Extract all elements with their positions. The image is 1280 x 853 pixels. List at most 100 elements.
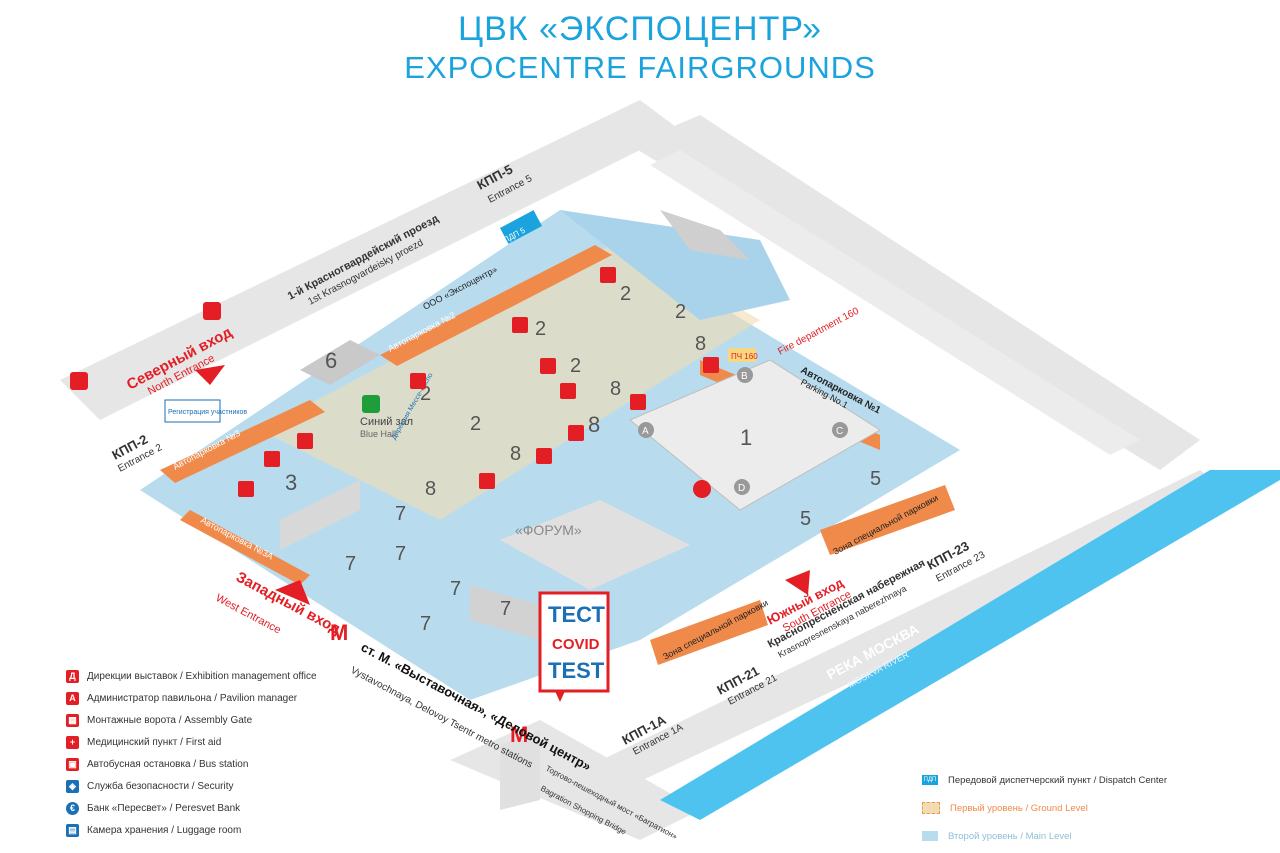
assembly-gate-icon[interactable] — [238, 481, 254, 497]
legend-row: ▤Камера хранения / Luggage room — [66, 819, 317, 841]
corner-d-label: D — [738, 483, 745, 494]
legend-text: Передовой диспетчерский пункт / Dispatch… — [948, 774, 1167, 786]
pavilion-6-label: 6 — [325, 348, 337, 373]
corner-b-label: B — [741, 371, 748, 382]
pavilion-7-6-label: 7 — [500, 598, 511, 620]
pavilion-2-1-label: 2 — [420, 383, 431, 405]
legend-row: ◈ Служба безопасности / Security — [66, 775, 317, 797]
metro-icon-south: M — [510, 722, 528, 747]
registration-label: Регистрация участников — [168, 409, 247, 416]
bus-station-icon[interactable] — [70, 372, 88, 390]
metro-tower — [500, 730, 540, 810]
pch-label: ПЧ 160 — [731, 352, 758, 361]
pavilion-7-4-label: 7 — [395, 543, 406, 565]
registration-box — [164, 399, 221, 423]
corner-a-label: A — [642, 426, 649, 437]
corner-b-marker — [737, 367, 753, 383]
corner-d-marker — [734, 479, 750, 495]
map-title-en: EXPOCENTRE FAIRGROUNDS — [404, 50, 876, 85]
south-entrance-arrow[interactable] — [785, 570, 810, 595]
map-title-ru: ЦВК «ЭКСПОЦЕНТР» — [457, 10, 823, 48]
parking-2-strip — [380, 245, 612, 366]
assembly-gate-icon[interactable] — [410, 373, 426, 389]
west-entrance-arrow[interactable] — [275, 580, 310, 605]
legend-row: Первый уровень / Ground Level — [922, 794, 1167, 822]
pavilion-8-6-label: 8 — [425, 478, 436, 500]
north-entrance-arrow[interactable] — [195, 365, 225, 385]
assembly-gate-icon[interactable] — [479, 473, 495, 489]
assembly-gate-icon[interactable] — [512, 317, 528, 333]
pavilion-5-1-label: 5 — [800, 508, 811, 530]
covid-test-sign — [538, 591, 610, 693]
legend: Д Дирекции выставок / Exhibition manageme… — [66, 665, 317, 841]
legend-text: Автобусная остановка / Bus station — [87, 758, 249, 770]
covid-test-bottom: TEST — [548, 658, 605, 683]
pavilion-7-5-label: 7 — [450, 578, 461, 600]
pavilion-2-5-label: 2 — [570, 355, 581, 377]
assembly-gate-icon: ▦ — [66, 713, 79, 727]
covid-sign-pointer — [555, 691, 565, 702]
bus-station-icon[interactable] — [203, 302, 221, 320]
east-road — [630, 115, 1200, 470]
assembly-gate-icon[interactable] — [536, 448, 552, 464]
pavilion-manager-icon[interactable] — [264, 451, 280, 467]
legend-row: ▦Монтажные ворота / Assembly Gate — [66, 709, 317, 731]
pavilion-8-3-label: 8 — [695, 333, 706, 355]
level-legend: ПДП Передовой диспетчерский пункт / Dispa… — [922, 766, 1167, 850]
legend-row: +Медицинский пункт / First aid — [66, 731, 317, 753]
security-icon: ◈ — [66, 779, 79, 793]
blue-hall-label: Синий зал — [360, 416, 413, 428]
legend-text: Дирекции выставок / Exhibition managemen… — [87, 670, 317, 682]
bank-icon: € — [66, 801, 79, 815]
pavilion-2-6-label: 2 — [675, 301, 686, 323]
pavilion-7-2-label: 7 — [420, 613, 431, 635]
site-north-zone — [560, 210, 790, 320]
parking-3-strip — [160, 400, 325, 483]
assembly-gate-icon[interactable] — [630, 394, 646, 410]
exhibition-office-icon[interactable] — [560, 383, 576, 399]
legend-row: € Банк «Пересвет» / Peresvet Bank — [66, 797, 317, 819]
embankment-road — [560, 470, 1240, 800]
legend-row: Второй уровень / Main Level — [922, 822, 1167, 850]
special-parking-north-strip — [820, 485, 955, 555]
metro-icon-west: M — [330, 620, 348, 645]
pavilion-2-4-label: 2 — [470, 413, 481, 435]
toilet-icon[interactable] — [362, 395, 380, 413]
first-aid-icon[interactable] — [693, 480, 711, 498]
corner-c-marker — [832, 422, 848, 438]
first-aid-icon: + — [66, 735, 79, 749]
forum-label: «ФОРУМ» — [515, 522, 582, 538]
exhibition-office-icon: Д — [66, 669, 79, 683]
legend-row: ▣Автобусная остановка / Bus station — [66, 753, 317, 775]
covid-test-top: ТЕСТ — [548, 602, 605, 627]
pavilion-8-1-label: 8 — [510, 443, 521, 465]
pavilion-2-2-label: 2 — [535, 318, 546, 340]
pch-badge — [728, 348, 756, 362]
assembly-gate-icon[interactable] — [297, 433, 313, 449]
assembly-gate-icon[interactable] — [568, 425, 584, 441]
legend-text: Служба безопасности / Security — [87, 780, 234, 792]
corner-c-label: C — [836, 426, 843, 437]
legend-text: Администратор павильона / Pavilion manag… — [87, 692, 298, 704]
pavilion-6-building — [300, 340, 380, 385]
east-road-inner — [650, 150, 1140, 455]
dispatch-swatch: ПДП — [922, 775, 938, 785]
site-ground-level — [260, 240, 760, 520]
pavilion-7-building — [470, 585, 540, 640]
pavilion-3-building — [280, 480, 360, 550]
pavilion-2-3-label: 2 — [620, 283, 631, 305]
blue-hall-label-en: Blue Hall — [360, 429, 396, 439]
legend-text: Первый уровень / Ground Level — [950, 802, 1088, 814]
pavilion-manager-icon[interactable] — [540, 358, 556, 374]
pavilion-1-label: 1 — [740, 425, 752, 450]
pavilion-1-building — [629, 359, 881, 511]
legend-text: Второй уровень / Main Level — [948, 830, 1072, 842]
pavilion-manager-icon: А — [66, 691, 79, 705]
assembly-gate-icon[interactable] — [600, 267, 616, 283]
assembly-gate-icon[interactable] — [703, 357, 719, 373]
north-building — [660, 210, 750, 260]
legend-text: Камера хранения / Luggage room — [87, 824, 242, 836]
fire-department-label: Fire department 160 — [776, 305, 861, 357]
legend-text: Банк «Пересвет» / Peresvet Bank — [87, 802, 241, 814]
